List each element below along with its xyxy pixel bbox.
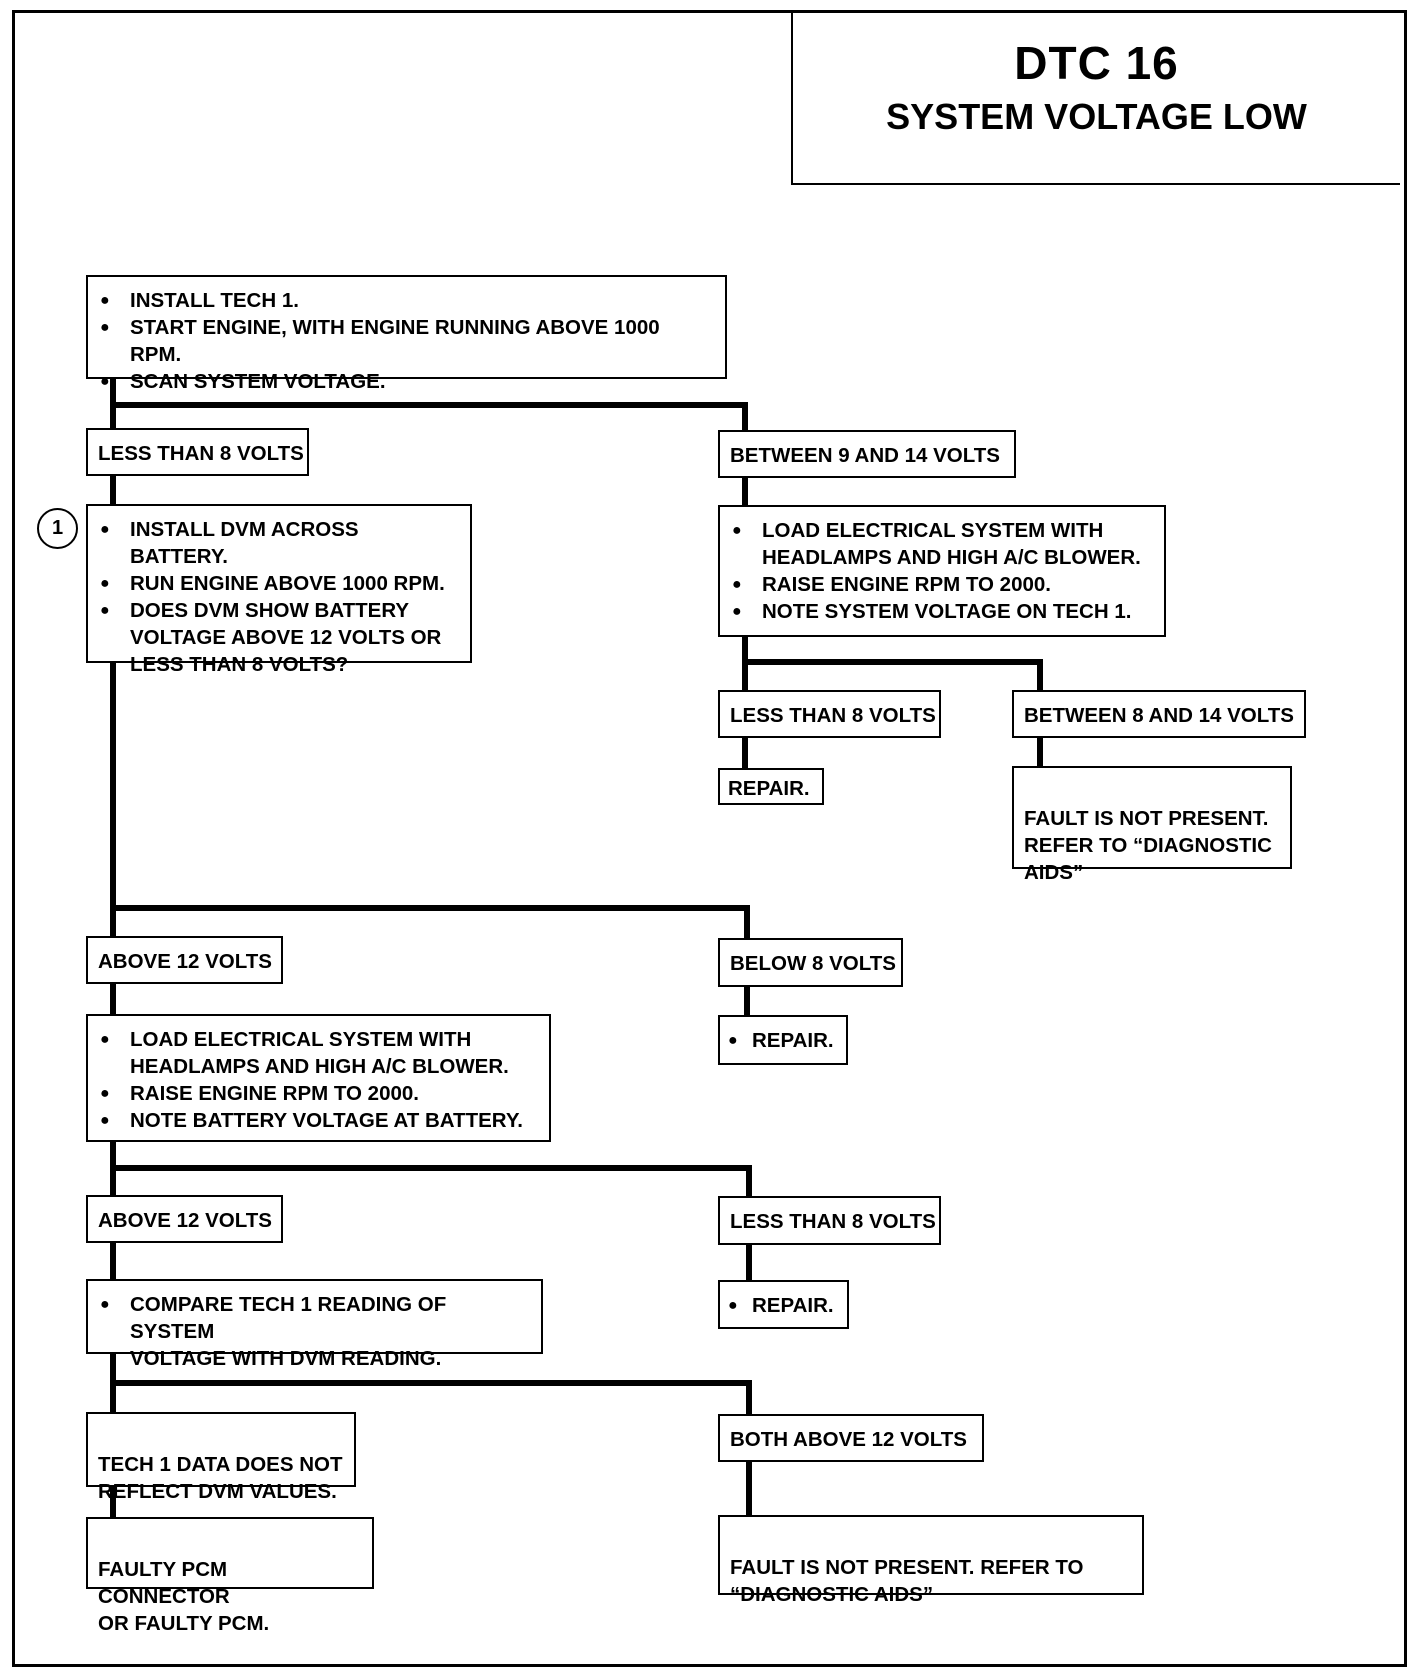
list-item: START ENGINE, WITH ENGINE RUNNING ABOVE … (98, 314, 715, 368)
box-fault-not-present-b: FAULT IS NOT PRESENT. REFER TO “DIAGNOST… (718, 1515, 1144, 1606)
box-repair-c: REPAIR. (718, 1280, 849, 1329)
list-item: INSTALL TECH 1. (98, 287, 715, 314)
box-less-than-8-b: LESS THAN 8 VOLTS (718, 690, 941, 738)
box-start: INSTALL TECH 1. START ENGINE, WITH ENGIN… (86, 275, 727, 395)
box-repair-a: REPAIR. (718, 768, 824, 805)
list-item: LOAD ELECTRICAL SYSTEM WITH HEADLAMPS AN… (98, 1026, 539, 1080)
step-marker-circle: 1 (37, 508, 78, 549)
box-label: TECH 1 DATA DOES NOT REFLECT DVM VALUES. (98, 1453, 343, 1503)
box-label: FAULT IS NOT PRESENT. REFER TO “DIAGNOST… (730, 1556, 1084, 1606)
list-item: RAISE ENGINE RPM TO 2000. (730, 571, 1154, 598)
list-item: RUN ENGINE ABOVE 1000 RPM. (98, 570, 460, 597)
box-less-than-8-c: LESS THAN 8 VOLTS (718, 1196, 941, 1245)
connector-branch-3 (110, 905, 750, 943)
connector-branch-2 (742, 659, 1043, 693)
list-item: NOTE SYSTEM VOLTAGE ON TECH 1. (730, 598, 1154, 625)
box-label: LESS THAN 8 VOLTS (98, 442, 304, 465)
connector-branch-4 (110, 1165, 752, 1201)
box-fault-not-present-a: FAULT IS NOT PRESENT. REFER TO “DIAGNOST… (1012, 766, 1292, 884)
box-install-dvm: INSTALL DVM ACROSS BATTERY. RUN ENGINE A… (86, 504, 472, 676)
list-item: INSTALL DVM ACROSS BATTERY. (98, 516, 460, 570)
box-repair-b: REPAIR. (718, 1015, 848, 1065)
dtc-title: SYSTEM VOLTAGE LOW (886, 96, 1307, 137)
list-item: REPAIR. (726, 1292, 837, 1319)
list-item: DOES DVM SHOW BATTERY VOLTAGE ABOVE 12 V… (98, 597, 460, 678)
box-label: LESS THAN 8 VOLTS (730, 704, 936, 727)
box-load-system-a: LOAD ELECTRICAL SYSTEM WITH HEADLAMPS AN… (718, 505, 1166, 637)
box-label: BELOW 8 VOLTS (730, 952, 896, 975)
list-item: RAISE ENGINE RPM TO 2000. (98, 1080, 539, 1107)
box-label: FAULTY PCM CONNECTOR OR FAULTY PCM. (98, 1558, 270, 1635)
box-label: BETWEEN 9 AND 14 VOLTS (730, 444, 1000, 467)
list-item: REPAIR. (726, 1027, 836, 1054)
box-label: FAULT IS NOT PRESENT. REFER TO “DIAGNOST… (1024, 807, 1272, 884)
box-label: BETWEEN 8 AND 14 VOLTS (1024, 704, 1294, 727)
dtc-code: DTC 16 (1014, 37, 1179, 89)
box-faulty-pcm: FAULTY PCM CONNECTOR OR FAULTY PCM. (86, 1517, 374, 1635)
box-label: BOTH ABOVE 12 VOLTS (730, 1428, 967, 1451)
box-between-9-14: BETWEEN 9 AND 14 VOLTS (718, 430, 1016, 478)
list-item: LOAD ELECTRICAL SYSTEM WITH HEADLAMPS AN… (730, 517, 1154, 571)
box-tech1-not-reflect: TECH 1 DATA DOES NOT REFLECT DVM VALUES. (86, 1412, 356, 1503)
box-label: ABOVE 12 VOLTS (98, 950, 272, 973)
box-below-8: BELOW 8 VOLTS (718, 938, 903, 987)
box-label: LESS THAN 8 VOLTS (730, 1210, 936, 1233)
box-above-12-b: ABOVE 12 VOLTS (86, 1195, 283, 1243)
list-item: SCAN SYSTEM VOLTAGE. (98, 368, 715, 395)
list-item: COMPARE TECH 1 READING OF SYSTEM VOLTAGE… (98, 1291, 531, 1372)
box-less-than-8-a: LESS THAN 8 VOLTS (86, 428, 309, 476)
box-label: ABOVE 12 VOLTS (98, 1209, 272, 1232)
title-box: DTC 16 SYSTEM VOLTAGE LOW (791, 12, 1400, 185)
connector-branch-5 (110, 1380, 752, 1417)
box-both-above-12: BOTH ABOVE 12 VOLTS (718, 1414, 984, 1462)
box-between-8-14: BETWEEN 8 AND 14 VOLTS (1012, 690, 1306, 738)
page-border (12, 10, 1407, 1667)
box-above-12-a: ABOVE 12 VOLTS (86, 936, 283, 984)
box-load-system-b: LOAD ELECTRICAL SYSTEM WITH HEADLAMPS AN… (86, 1014, 551, 1142)
list-item: NOTE BATTERY VOLTAGE AT BATTERY. (98, 1107, 539, 1134)
connector-branch-1 (110, 402, 748, 433)
box-compare: COMPARE TECH 1 READING OF SYSTEM VOLTAGE… (86, 1279, 543, 1370)
box-label: REPAIR. (728, 777, 810, 800)
